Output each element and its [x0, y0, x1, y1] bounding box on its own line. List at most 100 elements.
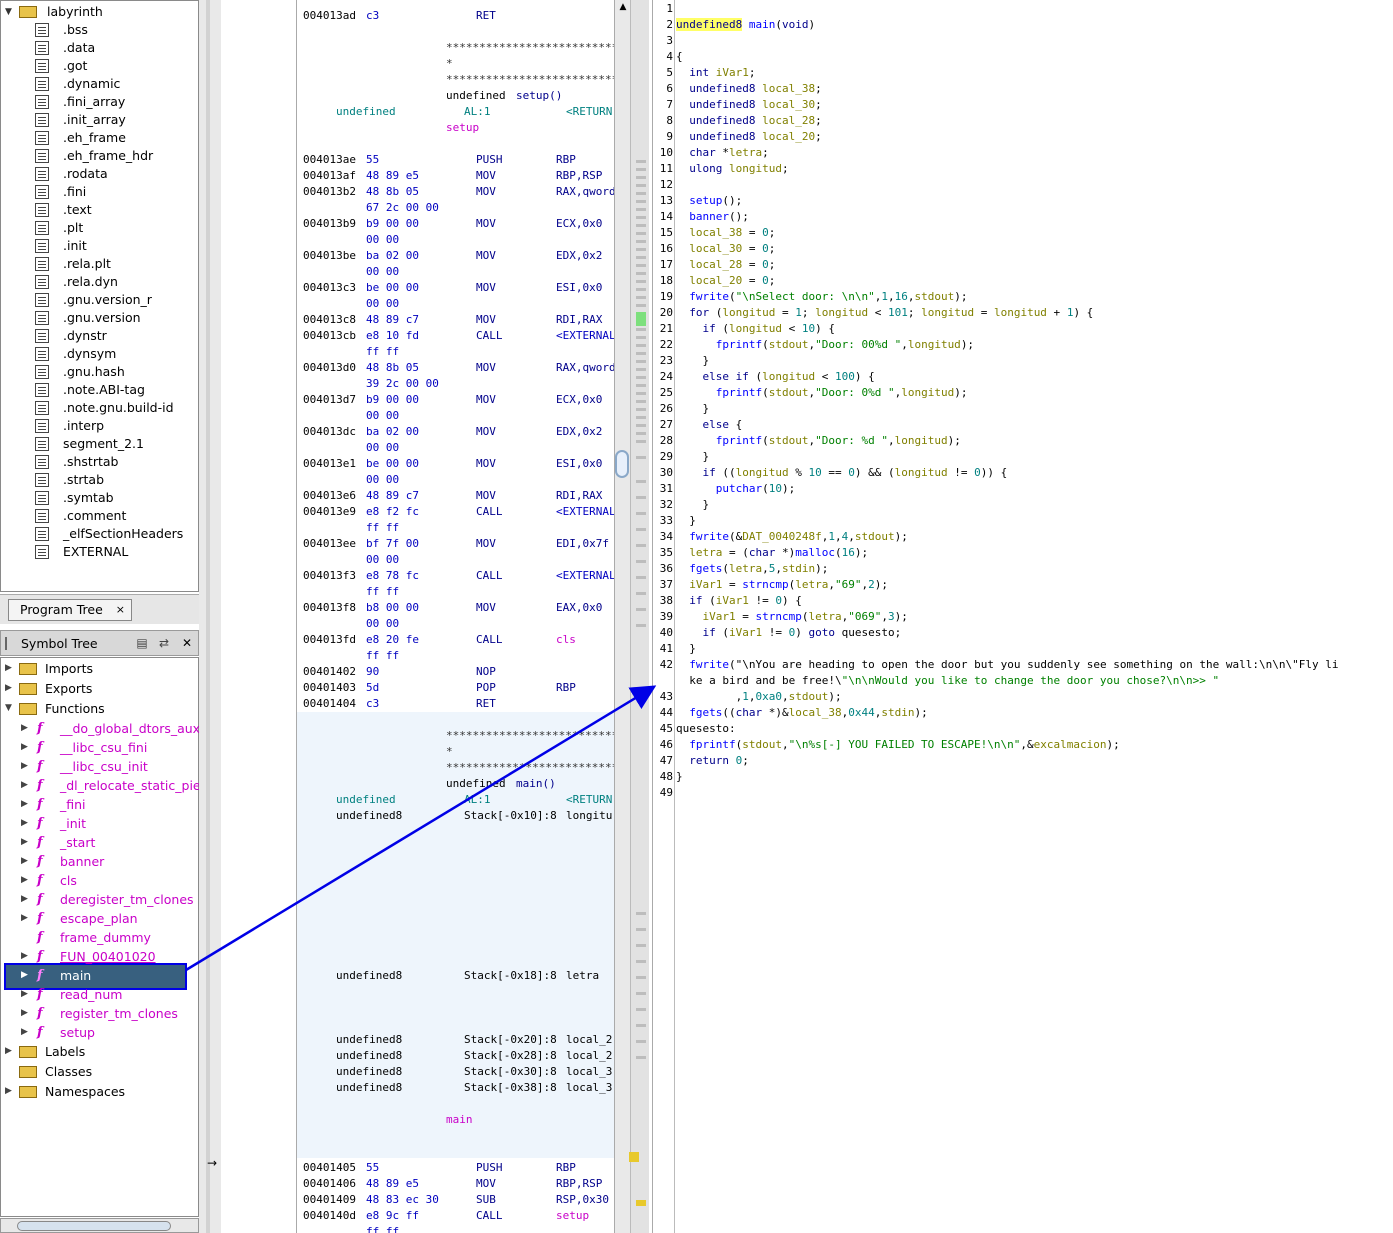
program-tree-item[interactable]: .init	[1, 237, 198, 255]
code-line[interactable]: fwrite(&DAT_0040248f,1,4,stdout);	[689, 530, 908, 543]
panel-splitter[interactable]: →	[199, 0, 221, 1233]
chevron-right-icon[interactable]: ▶	[5, 1086, 12, 1096]
code-line[interactable]: local_30 = 0;	[689, 242, 776, 255]
code-line[interactable]: local_20 = 0;	[689, 274, 776, 287]
chevron-right-icon[interactable]: ▶	[5, 663, 12, 673]
code-line[interactable]: int iVar1;	[689, 66, 756, 79]
code-line[interactable]: if (iVar1 != 0) goto quesesto;	[702, 626, 902, 639]
chevron-right-icon[interactable]: ▶	[21, 989, 28, 999]
program-tree-item[interactable]: .interp	[1, 417, 198, 435]
program-tree-item[interactable]: .symtab	[1, 489, 198, 507]
close-icon[interactable]: ×	[115, 603, 125, 616]
listing-row[interactable]: 00 00	[297, 616, 614, 632]
listing-scrollbar[interactable]: ▲	[614, 0, 649, 1233]
listing-row[interactable]: ff ff	[297, 584, 614, 600]
code-line[interactable]: setup();	[689, 194, 743, 207]
code-line[interactable]: }	[676, 642, 696, 655]
listing-row[interactable]: 00 00	[297, 232, 614, 248]
listing-row[interactable]: 67 2c 00 00	[297, 200, 614, 216]
chevron-right-icon[interactable]: ▶	[5, 683, 12, 693]
code-line[interactable]: }	[676, 402, 710, 415]
code-line[interactable]: }	[676, 770, 683, 783]
code-line[interactable]: undefined8 local_38;	[689, 82, 822, 95]
horizontal-scrollbar[interactable]	[0, 1218, 199, 1233]
chevron-right-icon[interactable]: ▶	[21, 761, 28, 771]
scrollbar-track[interactable]: ▲	[615, 0, 631, 1233]
code-line[interactable]: }	[676, 514, 696, 527]
program-tree-item[interactable]: .gnu.hash	[1, 363, 198, 381]
program-tree-item[interactable]: .bss	[1, 21, 198, 39]
code-line[interactable]: undefined8 local_20;	[689, 130, 822, 143]
code-line[interactable]: else {	[702, 418, 743, 431]
program-tree-item[interactable]: .rela.plt	[1, 255, 198, 273]
program-tree-item[interactable]: .note.gnu.build-id	[1, 399, 198, 417]
code-line[interactable]: fwrite("\nYou are heading to open the do…	[689, 658, 1339, 671]
listing-row[interactable]: 00 00	[297, 408, 614, 424]
code-line[interactable]: if (iVar1 != 0) {	[689, 594, 802, 607]
program-tree-item[interactable]: .comment	[1, 507, 198, 525]
function-item[interactable]: ▶f_init	[0, 814, 199, 833]
listing-row[interactable]: 00 00	[297, 296, 614, 312]
chevron-right-icon[interactable]: ▶	[21, 799, 28, 809]
code-line[interactable]: return 0;	[689, 754, 749, 767]
program-tree-item[interactable]: .shstrtab	[1, 453, 198, 471]
listing-row[interactable]: ff ff	[297, 520, 614, 536]
chevron-down-icon[interactable]: ▼	[5, 7, 12, 17]
program-tree-item[interactable]: .rela.dyn	[1, 273, 198, 291]
function-item[interactable]: ▶f__do_global_dtors_aux	[0, 719, 200, 738]
code-line[interactable]: }	[676, 498, 710, 511]
code-line[interactable]: fprintf(stdout,"Door: 00%d ",longitud);	[715, 338, 975, 351]
code-line[interactable]: banner();	[689, 210, 749, 223]
code-line[interactable]: fprintf(stdout,"Door: %d ",longitud);	[715, 434, 961, 447]
program-tree-item[interactable]: .dynsym	[1, 345, 198, 363]
code-line[interactable]: undefined8 main(void)	[676, 18, 816, 31]
create-folder-icon[interactable]: ▤	[136, 636, 148, 650]
chevron-up-icon[interactable]: ▲	[619, 2, 627, 12]
scrollbar-thumb[interactable]	[17, 1221, 171, 1231]
listing-row[interactable]: 00 00	[297, 440, 614, 456]
function-item[interactable]: ▶f_start	[0, 833, 199, 852]
chevron-right-icon[interactable]: ▶	[5, 1046, 12, 1056]
function-item[interactable]: ▶f_dl_relocate_static_pie	[0, 776, 201, 795]
program-tree-item[interactable]: .dynamic	[1, 75, 198, 93]
chevron-right-icon[interactable]: ▶	[21, 856, 28, 866]
listing-row[interactable]: 00 00	[297, 552, 614, 568]
program-tree-item[interactable]: .gnu.version_r	[1, 291, 198, 309]
chevron-right-icon[interactable]: ▶	[21, 913, 28, 923]
symbol-tree-group-functions[interactable]: ▼Functions	[0, 699, 199, 718]
program-tree-item[interactable]: .plt	[1, 219, 198, 237]
code-line[interactable]: }	[676, 354, 710, 367]
refresh-icon[interactable]: ⇄	[158, 636, 170, 650]
program-tree-item[interactable]: .got	[1, 57, 198, 75]
tab-program-tree[interactable]: Program Tree ×	[8, 599, 132, 621]
symbol-tree-group-exports[interactable]: ▶Exports	[0, 679, 199, 698]
code-line[interactable]: local_28 = 0;	[689, 258, 776, 271]
listing-row[interactable]: ff ff	[297, 344, 614, 360]
program-tree-item[interactable]: .note.ABI-tag	[1, 381, 198, 399]
